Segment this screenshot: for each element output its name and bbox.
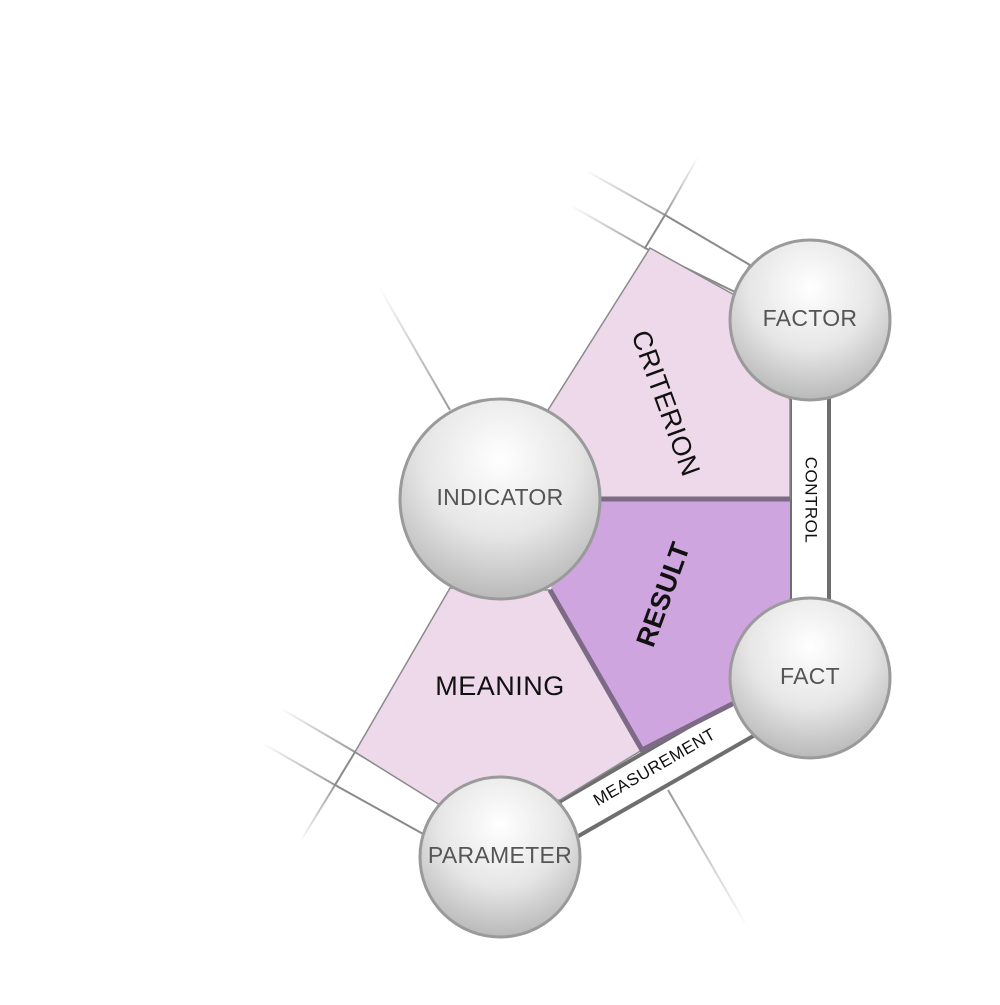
guide-line-bottom-b (261, 742, 336, 786)
guide-line-top-c (569, 204, 646, 249)
indicator-label: INDICATOR (436, 484, 563, 510)
control-label: CONTROL (802, 457, 821, 544)
meaning-label: MEANING (435, 671, 565, 701)
guide-line-bottom-c (279, 707, 356, 753)
guide-line-top-b (584, 169, 666, 216)
result-divider (547, 588, 742, 754)
parameter-ball (418, 775, 582, 939)
node-factor: FACTOR (728, 238, 892, 402)
factor-label: FACTOR (763, 305, 858, 331)
node-fact: FACT (728, 596, 892, 760)
indicator-ball (398, 397, 602, 601)
guide-lines (255, 156, 995, 929)
fact-ball (728, 596, 892, 760)
node-parameter: PARAMETER (418, 775, 582, 939)
node-indicator: INDICATOR (398, 397, 602, 601)
factor-ball (728, 238, 892, 402)
guide-line-bottom-a (299, 784, 336, 843)
parameter-label: PARAMETER (428, 842, 572, 868)
guide-line-indicator-up (377, 284, 451, 411)
guide-line-measurement-down (667, 789, 749, 929)
fact-label: FACT (780, 663, 840, 689)
guide-line-top-a (664, 156, 699, 216)
